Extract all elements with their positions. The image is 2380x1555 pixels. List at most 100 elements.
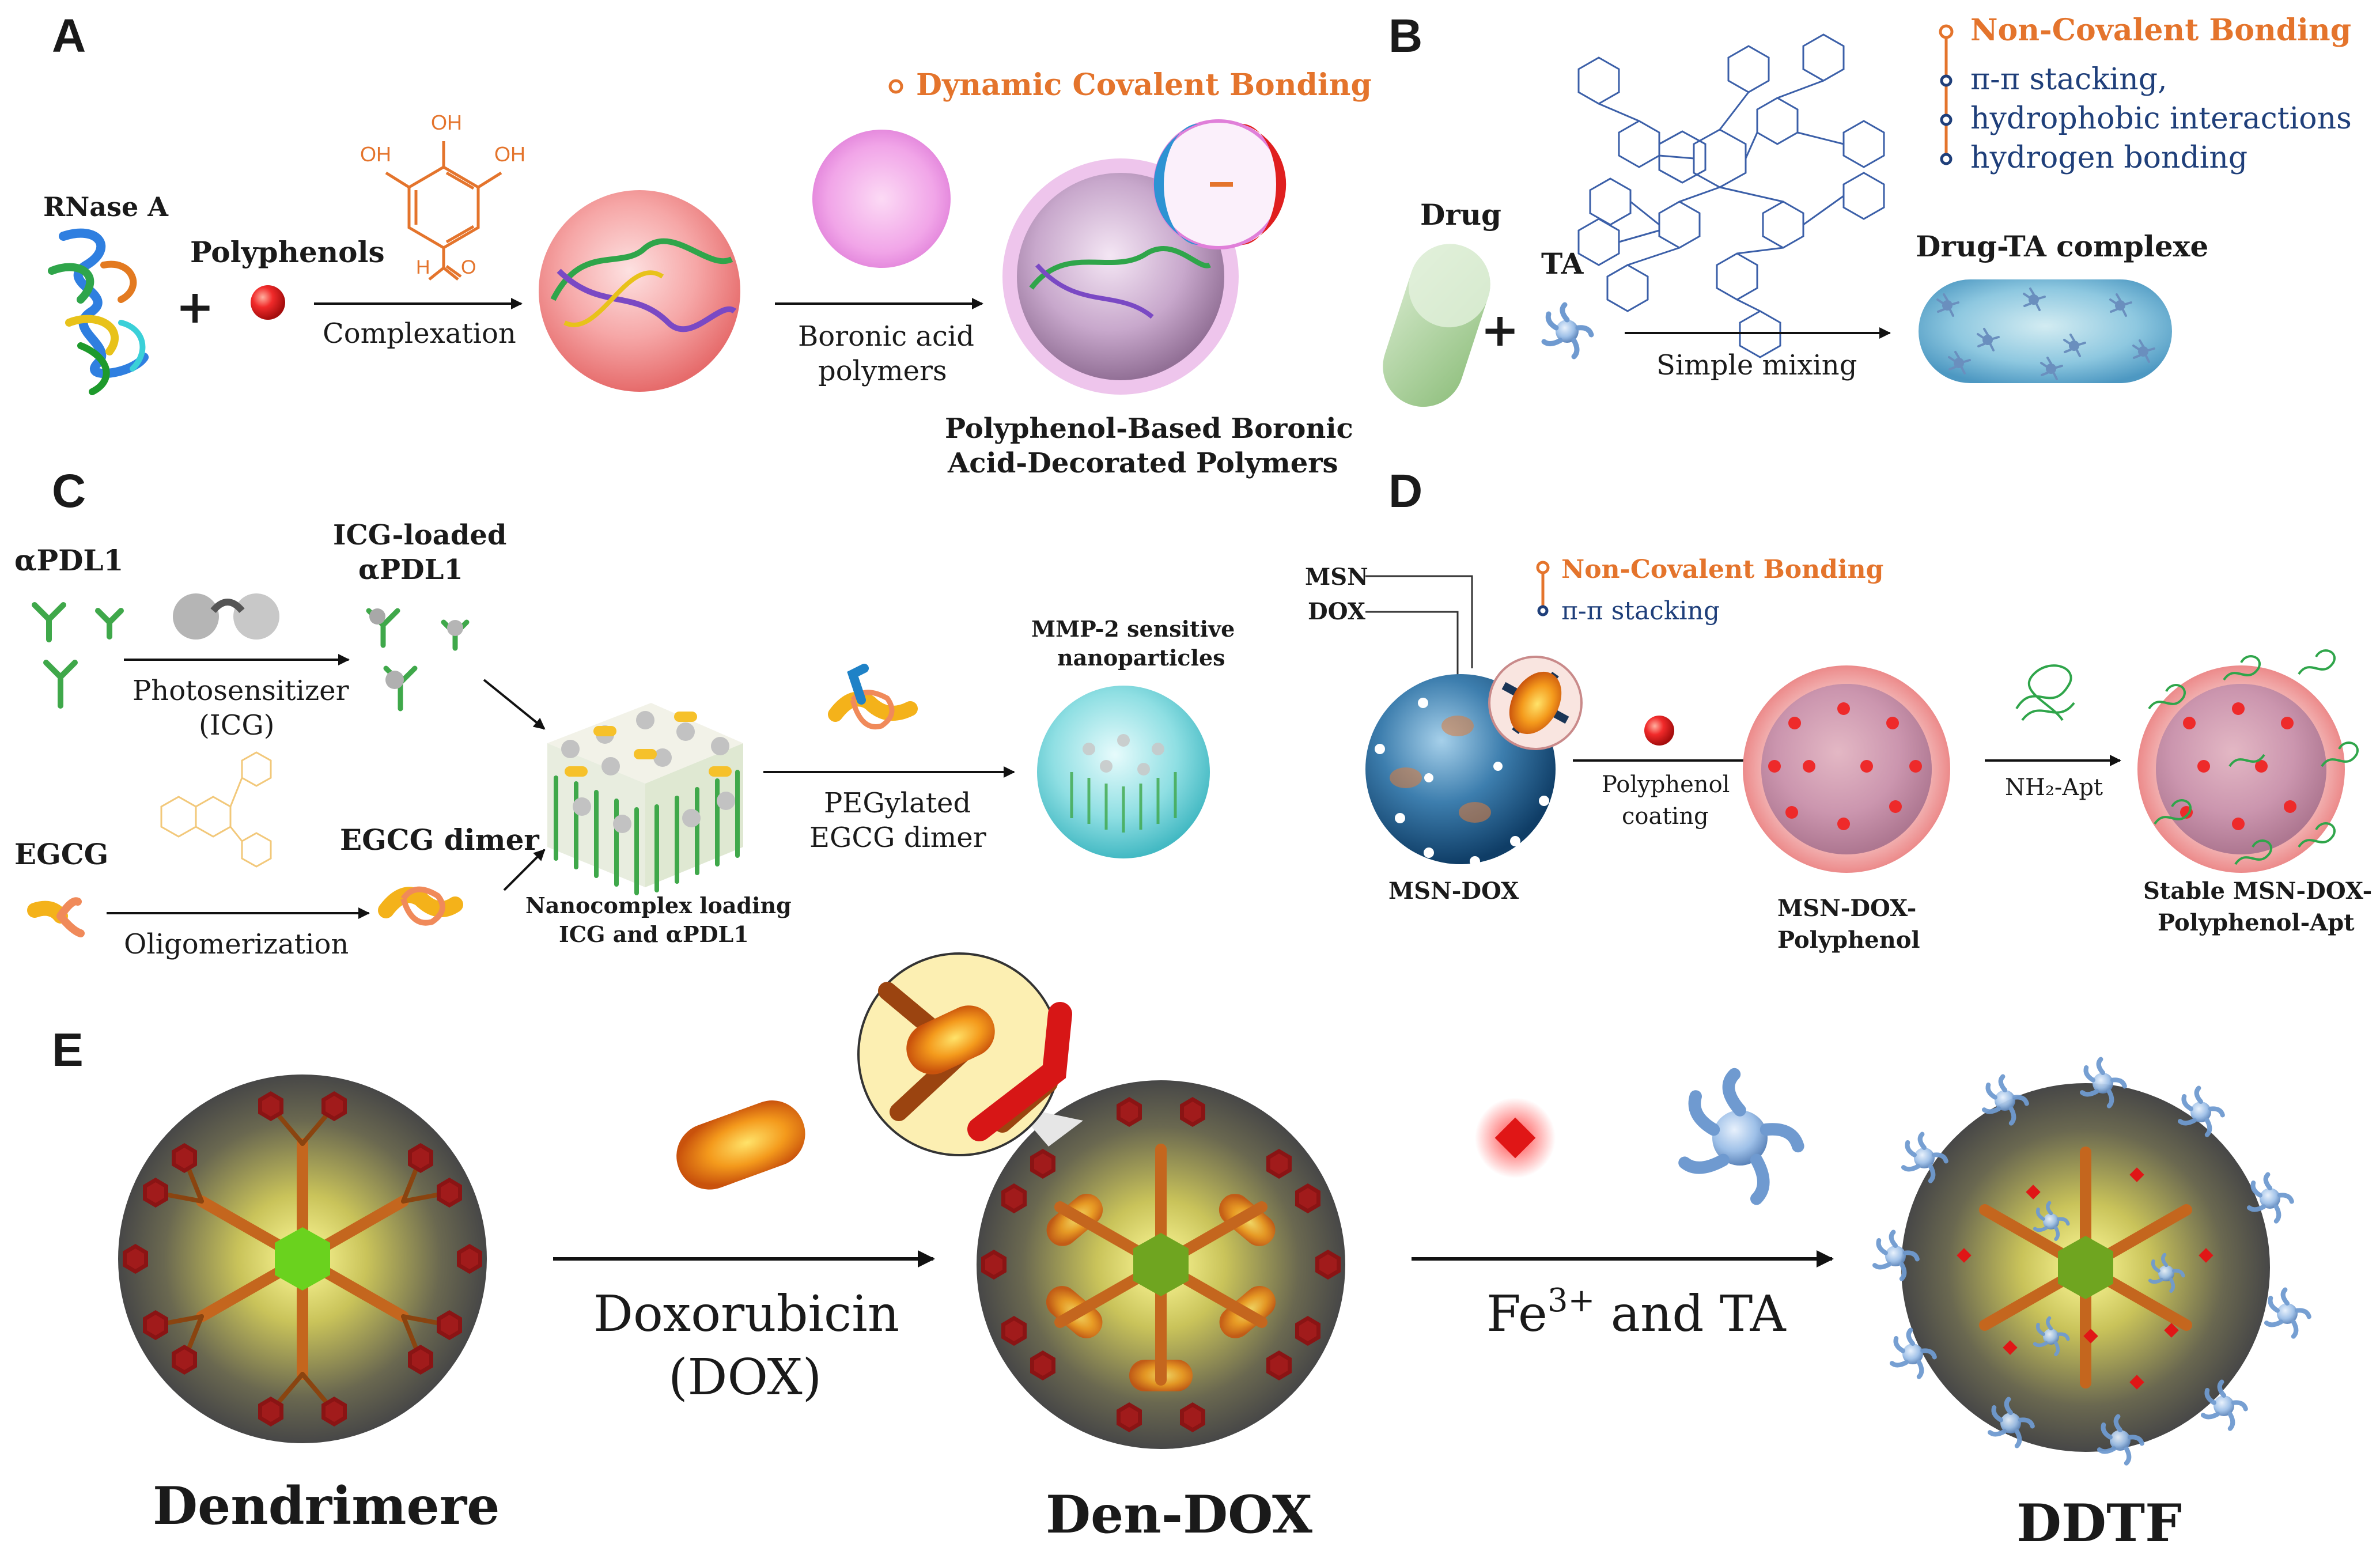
nanocomplex-grid	[547, 703, 743, 895]
boronic-decorated-polymer	[1002, 119, 1287, 395]
ddtf-label: DDTF	[2016, 1493, 2182, 1554]
doxorubicin-label-line2: (DOX)	[668, 1349, 822, 1406]
den-dox-label: Den-DOX	[1046, 1484, 1312, 1545]
oh-left-label: OH	[360, 142, 391, 166]
egcg-structure-icon	[160, 751, 272, 868]
msn-dox-polyphenol-label-line2: Polyphenol	[1777, 926, 1920, 954]
polyphenol-coating-dot	[1644, 716, 1674, 746]
dox-pointer	[1365, 611, 1459, 691]
panel-c: C αPDL1 Photosensitizer (ICG) ICG-loaded…	[14, 465, 1235, 960]
ta-molecule-icon	[1544, 305, 1591, 357]
pegylated-label-line2: EGCG dimer	[809, 822, 986, 854]
product-label-line1: Polyphenol-Based Boronic	[945, 413, 1353, 445]
dynamic-covalent-bullet	[888, 79, 903, 94]
boronic-label-line1: Boronic acid	[798, 320, 974, 353]
coating-label-line1: Polyphenol	[1602, 771, 1730, 798]
msn-dox-polyphenol-particle	[1743, 665, 1950, 873]
pegylated-dimer-icon	[828, 664, 918, 729]
non-covalent-title-b: Non-Covalent Bonding	[1970, 13, 2351, 48]
photosensitizer-label-line1: Photosensitizer	[133, 675, 349, 707]
tannic-acid-structure-icon	[1577, 33, 1885, 358]
egcg-dimer-icon	[378, 886, 463, 926]
apdl1-label: αPDL1	[14, 543, 123, 577]
doxorubicin-label-line1: Doxorubicin	[593, 1285, 899, 1343]
aptamer-icon	[2015, 664, 2075, 721]
drug-label: Drug	[1420, 198, 1501, 232]
fe-ta-label: Fe3+ and TA	[1486, 1282, 1786, 1343]
msn-label: MSN	[1305, 563, 1368, 591]
plus-sign-b: +	[1481, 302, 1519, 357]
non-covalent-legend-b	[1939, 24, 1954, 165]
icg-loaded-apdl1-icon	[366, 608, 470, 712]
icg-loaded-label-line1: ICG-loaded	[333, 519, 506, 551]
non-covalent-legend-d	[1536, 561, 1550, 616]
rnase-a-label: RNase A	[43, 191, 169, 222]
mmp-sensitive-nanoparticle	[1037, 686, 1210, 858]
arrow-icg-to-nanocomplex	[483, 679, 546, 730]
legend-pi-stacking-d: π-π stacking	[1561, 596, 1720, 626]
msn-dox-polyphenol-label-line1: MSN-DOX-	[1777, 895, 1916, 922]
panel-e-letter: E	[52, 1024, 84, 1076]
panel-b: B	[1383, 10, 2352, 407]
apdl1-antibody-icons	[32, 602, 124, 709]
arrow-dimer-to-nanocomplex	[503, 849, 546, 891]
panel-b-letter: B	[1388, 10, 1422, 62]
fe-prefix: Fe	[1486, 1285, 1547, 1343]
mmp-label-line1: MMP-2 sensitive	[1031, 616, 1235, 642]
pegylated-label-line1: PEGylated	[824, 787, 971, 819]
simple-mixing-label: Simple mixing	[1656, 349, 1857, 381]
dendrimer-label: Dendrimere	[153, 1475, 500, 1537]
msn-dox-particle	[1365, 656, 1583, 867]
polyphenols-label: Polyphenols	[190, 235, 385, 269]
egcg-dimer-label: EGCG dimer	[340, 823, 539, 857]
oh-top-label: OH	[431, 111, 462, 134]
dox-pill-icon	[676, 1100, 805, 1190]
panel-a: A RNase A + Polyphenols OH	[43, 10, 1372, 479]
complexation-label: Complexation	[323, 317, 516, 350]
panel-d: D MSN DOX Non-Covalent Bonding π-π stack…	[1305, 465, 2372, 954]
stable-apt-particle	[2137, 649, 2359, 873]
photosensitizer-label-line2: (ICG)	[199, 709, 274, 741]
legend-pi-stacking-b: π-π stacking,	[1970, 62, 2167, 97]
panel-d-letter: D	[1388, 465, 1422, 517]
dynamic-covalent-legend: Dynamic Covalent Bonding	[916, 67, 1372, 103]
oligomerization-label: Oligomerization	[124, 928, 349, 960]
dendrimer-particle	[118, 1074, 487, 1443]
egcg-label: EGCG	[14, 837, 108, 871]
stable-label-line1: Stable MSN-DOX-	[2143, 877, 2372, 905]
rnase-a-protein-icon	[48, 228, 149, 395]
mmp-label-line2: nanoparticles	[1057, 645, 1225, 671]
non-covalent-title-d: Non-Covalent Bonding	[1561, 555, 1883, 584]
ta-large-icon	[1685, 1074, 1798, 1199]
oh-right-label: OH	[494, 142, 525, 166]
aldehyde-o-label: O	[461, 256, 476, 278]
drug-ta-complex-capsule	[1919, 279, 2172, 383]
nanocomplex-label-line2: ICG and αPDL1	[559, 921, 749, 947]
coating-label-line2: coating	[1622, 803, 1709, 830]
polyphenol-dot	[251, 285, 285, 320]
dox-label: DOX	[1308, 598, 1365, 625]
fe-suffix: and TA	[1595, 1285, 1786, 1343]
legend-hydrophobic-b: hydrophobic interactions	[1970, 101, 2352, 136]
complex-sphere	[539, 190, 740, 392]
aptamer-label: NH₂-Apt	[2005, 774, 2103, 801]
stable-label-line2: Polyphenol-Apt	[2158, 909, 2355, 936]
panel-c-letter: C	[52, 465, 86, 517]
fe-ion-icon	[1475, 1098, 1556, 1178]
den-dox-particle	[857, 952, 1345, 1449]
fe-superscript: 3+	[1547, 1282, 1595, 1319]
boronic-acid-polymer-sphere	[812, 130, 951, 268]
boronic-label-line2: polymers	[818, 355, 947, 387]
msn-pointer	[1365, 575, 1473, 668]
panel-e: E	[52, 952, 2309, 1554]
legend-hydrogen-b: hydrogen bonding	[1970, 141, 2247, 175]
drug-pill-icon	[1383, 244, 1490, 407]
msn-dox-label: MSN-DOX	[1388, 877, 1519, 905]
icg-photosensitizer-icon	[173, 593, 279, 640]
nanocomplex-label-line1: Nanocomplex loading	[525, 892, 792, 918]
aldehyde-h-label: H	[416, 256, 430, 278]
panel-a-letter: A	[52, 10, 86, 62]
egcg-monomer-icon	[27, 897, 85, 937]
plus-sign-a: +	[176, 279, 214, 334]
